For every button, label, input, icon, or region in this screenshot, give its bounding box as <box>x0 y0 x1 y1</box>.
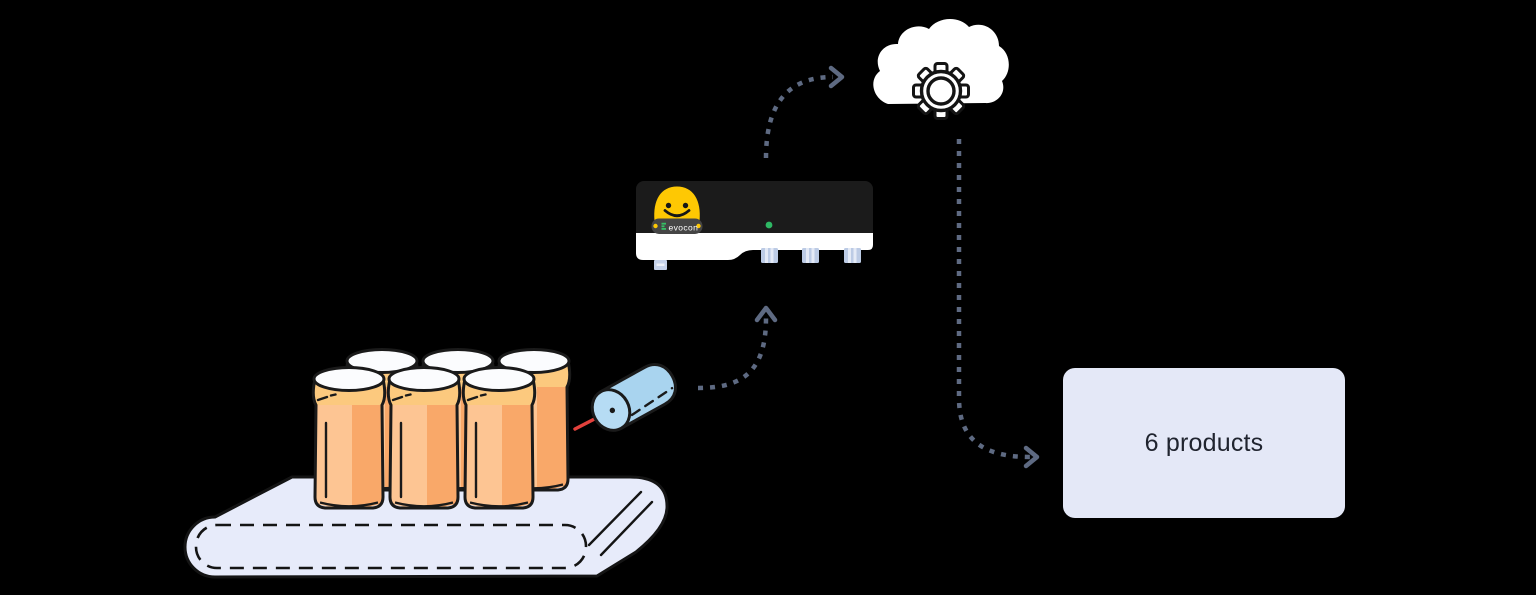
conveyor-dashed-line <box>194 523 588 570</box>
evocon-bars-icon <box>661 222 666 230</box>
cloud-icon <box>873 18 1009 104</box>
cloud-gear-group <box>873 18 1009 120</box>
mascot-base-dot <box>653 223 658 229</box>
arrow-cloud-to-output <box>956 139 1031 460</box>
arrowhead-up-icon <box>754 305 778 323</box>
output-count-label: 6 products <box>1144 428 1264 457</box>
conveyor-roller-line <box>587 490 643 547</box>
flow-arrows <box>697 65 1040 469</box>
sensor-body-dashes <box>630 386 674 417</box>
arrow-sensor-to-device <box>697 317 769 391</box>
mascot-eye <box>665 202 672 209</box>
mascot-smile <box>663 209 691 218</box>
can <box>385 366 463 509</box>
status-led <box>765 221 773 229</box>
device-mount-tab <box>654 260 667 270</box>
mascot-base-dot <box>696 223 701 229</box>
can <box>460 366 538 509</box>
conveyor-body <box>183 475 669 579</box>
conveyor-belt <box>183 475 669 579</box>
device-bottom-panel <box>636 233 873 260</box>
arrowhead-right-icon <box>828 65 845 89</box>
evocon-counter-device: evocon <box>636 181 873 270</box>
evocon-mascot-icon: evocon <box>651 186 703 234</box>
conveyor-roller-line <box>599 500 654 557</box>
device-port <box>802 248 819 263</box>
sensor-lens-dot <box>609 407 616 414</box>
output-count-card: 6 products <box>1063 368 1345 518</box>
six-pack-cans <box>310 348 573 509</box>
mascot-eye <box>682 202 689 209</box>
evocon-wordmark: evocon <box>669 223 699 233</box>
arrow-device-to-cloud <box>763 74 834 159</box>
device-port <box>844 248 861 263</box>
photo-sensor <box>590 363 677 432</box>
device-port <box>761 248 778 263</box>
gear-icon <box>912 62 970 120</box>
mascot-base <box>651 218 703 234</box>
arrowhead-right-icon <box>1023 445 1040 469</box>
can <box>310 366 388 509</box>
